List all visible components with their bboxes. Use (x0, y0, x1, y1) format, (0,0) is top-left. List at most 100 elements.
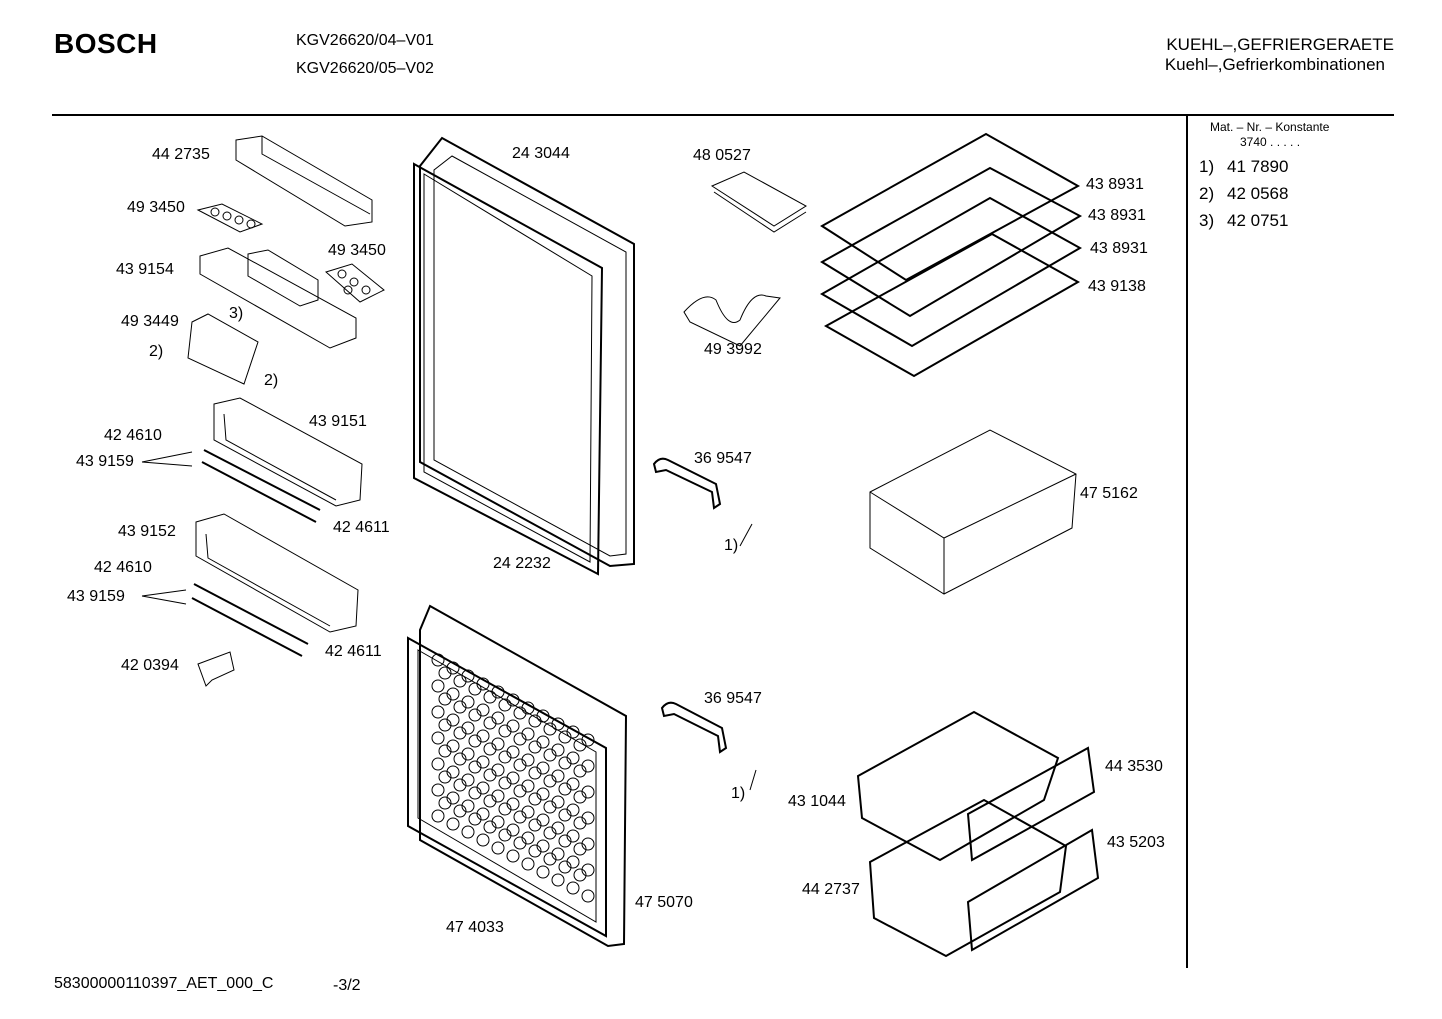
door-pattern-cell (528, 844, 542, 858)
door-pattern-cell (551, 847, 565, 861)
door-pattern-cell (521, 727, 535, 741)
footnote-ref: 1) (724, 537, 739, 554)
part-label: 43 9138 (1088, 278, 1146, 295)
door-shelf-middle-drawing (201, 397, 363, 523)
door-pattern-cell (483, 716, 497, 730)
door-pattern-cell (513, 810, 527, 824)
door-pattern-cell (536, 839, 550, 853)
door-pattern-cell (536, 787, 550, 801)
part-label: 36 9547 (704, 690, 762, 707)
door-pattern-cell (483, 820, 497, 834)
part-label: 49 3450 (127, 199, 185, 216)
part-label: 43 9154 (116, 261, 174, 278)
door-pattern-cell (581, 759, 595, 773)
part-label: 43 9159 (76, 453, 134, 470)
door-pattern-cell (543, 826, 557, 840)
part-label: 47 4033 (446, 919, 504, 936)
door-pattern-cell (506, 719, 520, 733)
door-pattern-cell (566, 777, 580, 791)
page-number: -3/2 (333, 977, 361, 994)
door-pattern-cell (536, 761, 550, 775)
door-pattern-cell (498, 750, 512, 764)
lower-handle-drawing (660, 701, 728, 754)
part-label: 43 5203 (1107, 834, 1165, 851)
door-pattern-cell (461, 747, 475, 761)
part-label: 36 9547 (694, 450, 752, 467)
door-pattern-cell (558, 730, 572, 744)
door-pattern-cell (431, 679, 445, 693)
door-pattern-cell (438, 796, 452, 810)
door-pattern-cell (536, 709, 550, 723)
door-pattern-cell (566, 725, 580, 739)
door-pattern-cell (528, 740, 542, 754)
door-pattern-cell (543, 800, 557, 814)
door-pattern-cell (438, 718, 452, 732)
door-pattern-cell (468, 682, 482, 696)
door-pattern-cell (543, 852, 557, 866)
door-pattern-cell (498, 828, 512, 842)
part-label: 49 3992 (704, 341, 762, 358)
door-pattern-cell (513, 732, 527, 746)
header-divider (52, 114, 1394, 116)
door-pattern-cell (491, 763, 505, 777)
door-pattern-cell (453, 700, 467, 714)
door-pattern-cell (476, 755, 490, 769)
door-shelf-top-drawing (235, 135, 373, 227)
part-label: 44 3530 (1105, 758, 1163, 775)
door-pattern-cell (468, 734, 482, 748)
sidebar-divider (1186, 116, 1188, 968)
footnote-number: 42 0568 (1227, 184, 1289, 203)
door-pattern-cell (558, 808, 572, 822)
door-pattern-cell (491, 815, 505, 829)
door-pattern-cell (438, 666, 452, 680)
footnote-ref: 3) (229, 305, 244, 322)
door-pattern-cell (453, 804, 467, 818)
door-pattern-cell (468, 708, 482, 722)
door-pattern-cell (431, 731, 445, 745)
door-pattern-cell (498, 724, 512, 738)
door-pattern-cell (506, 693, 520, 707)
part-label: 47 5070 (635, 894, 693, 911)
door-pattern-cell (513, 758, 527, 772)
door-pattern-cell (506, 823, 520, 837)
part-label: 48 0527 (693, 147, 751, 164)
category-subtitle: Kuehl–,Gefrierkombinationen (1164, 55, 1385, 74)
door-pattern-cell (513, 784, 527, 798)
part-label: 43 9152 (118, 523, 176, 540)
door-pattern-cell (528, 818, 542, 832)
door-pattern-cell (438, 770, 452, 784)
footnote-ref: 1) (731, 785, 746, 802)
door-pattern-cell (513, 836, 527, 850)
door-pattern-cell (543, 722, 557, 736)
door-pattern-cell (566, 751, 580, 765)
door-pattern-cell (498, 776, 512, 790)
door-pattern-cell (566, 803, 580, 817)
door-pattern-cell (491, 711, 505, 725)
part-label: 49 3449 (121, 313, 179, 330)
freezer-drawers-drawing (856, 710, 1100, 958)
part-label: 43 9151 (309, 413, 367, 430)
door-pattern-cell (551, 743, 565, 757)
part-label: 42 4611 (333, 519, 390, 536)
butter-lid-drawing (187, 313, 259, 385)
door-pattern-cell (491, 737, 505, 751)
door-pattern-cell (483, 742, 497, 756)
door-pattern-cell (431, 757, 445, 771)
part-label: 43 9159 (67, 588, 125, 605)
door-pattern-cell (573, 764, 587, 778)
door-pattern-cell (446, 713, 460, 727)
door-pattern-cell (446, 739, 460, 753)
door-pattern-cell (468, 760, 482, 774)
door-pattern-cell (483, 690, 497, 704)
door-pattern-cell (476, 677, 490, 691)
door-pattern-cell (461, 799, 475, 813)
door-pattern-cell (453, 752, 467, 766)
door-pattern-cell (438, 744, 452, 758)
door-pattern-cell (558, 834, 572, 848)
butter-shelf-drawing (199, 247, 357, 349)
door-pattern-cell (558, 756, 572, 770)
upper-handle-drawing (652, 457, 722, 510)
sidebar-constant: 3740 . . . . . (1240, 135, 1301, 149)
door-pattern-cell (543, 774, 557, 788)
door-pattern-cell (491, 841, 505, 855)
